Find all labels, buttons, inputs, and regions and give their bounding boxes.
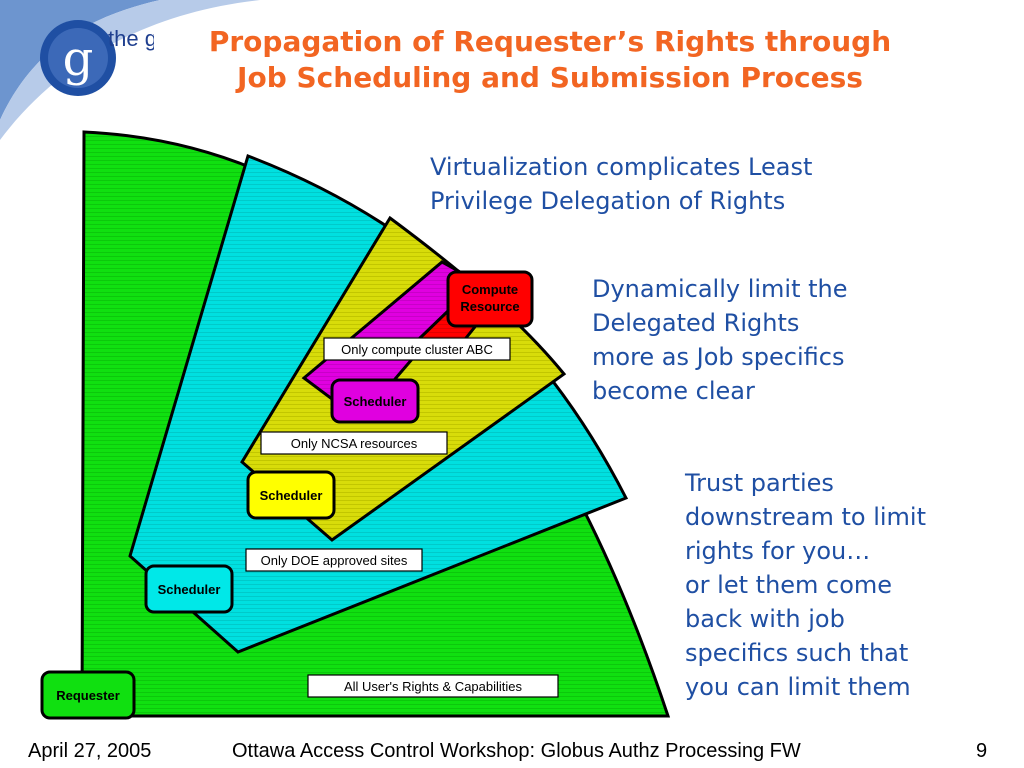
note-line: Trust parties	[685, 469, 834, 497]
note-line: Privilege Delegation of Rights	[430, 187, 786, 215]
label-doe-sites: Only DOE approved sites	[245, 548, 423, 572]
scheduler-abc-node: Scheduler	[330, 378, 420, 424]
scheduler-doe-label: Scheduler	[158, 582, 221, 597]
footer-date: April 27, 2005	[28, 740, 152, 762]
note-line: Dynamically limit the	[592, 275, 848, 303]
note-line: Delegated Rights	[592, 309, 800, 337]
compute-resource-node: Compute Resource	[446, 270, 534, 328]
logo-mark: g	[63, 31, 94, 87]
note-line: downstream to limit	[685, 503, 927, 531]
slide-title: Propagation of Requester’s Rights throug…	[160, 24, 940, 96]
note-virtualization: Virtualization complicates Least Privile…	[430, 150, 812, 218]
scheduler-ncsa-label: Scheduler	[260, 488, 323, 503]
slide-title-line1: Propagation of Requester’s Rights throug…	[208, 25, 892, 58]
corner-swoosh	[0, 0, 160, 120]
note-line: Virtualization complicates Least	[430, 153, 813, 181]
scheduler-abc-label: Scheduler	[344, 394, 407, 409]
label-all-rights: All User's Rights & Capabilities	[307, 674, 559, 698]
globus-logo: g	[40, 20, 116, 96]
compute-resource-label-line1: Compute	[462, 282, 518, 297]
requester-label: Requester	[56, 688, 120, 703]
label-cluster-abc: Only compute cluster ABC	[323, 337, 511, 361]
label-ncsa: Only NCSA resources	[260, 431, 448, 455]
note-trust-parties: Trust parties downstream to limit rights…	[685, 466, 926, 704]
scheduler-ncsa-node: Scheduler	[246, 470, 336, 520]
logo-text: the gl	[108, 26, 154, 51]
footer-event: Ottawa Access Control Workshop: Globus A…	[232, 740, 801, 762]
compute-resource-label-line2: Resource	[460, 299, 519, 314]
label-cluster-abc-text: Only compute cluster ABC	[341, 342, 493, 357]
note-line: more as Job specifics	[592, 343, 845, 371]
note-line: become clear	[592, 377, 755, 405]
note-line: or let them come	[685, 571, 893, 599]
label-all-rights-text: All User's Rights & Capabilities	[344, 679, 523, 694]
note-line: rights for you…	[685, 537, 871, 565]
note-line: you can limit them	[685, 673, 911, 701]
label-doe-sites-text: Only DOE approved sites	[261, 553, 408, 568]
note-line: back with job	[685, 605, 845, 633]
requester-node: Requester	[40, 670, 136, 720]
note-line: specifics such that	[685, 639, 909, 667]
scheduler-doe-node: Scheduler	[144, 564, 234, 614]
note-dynamically-limit: Dynamically limit the Delegated Rights m…	[592, 272, 848, 408]
label-ncsa-text: Only NCSA resources	[291, 436, 418, 451]
footer-page-number: 9	[976, 740, 988, 762]
slide-title-line2: Job Scheduling and Submission Process	[237, 61, 863, 94]
